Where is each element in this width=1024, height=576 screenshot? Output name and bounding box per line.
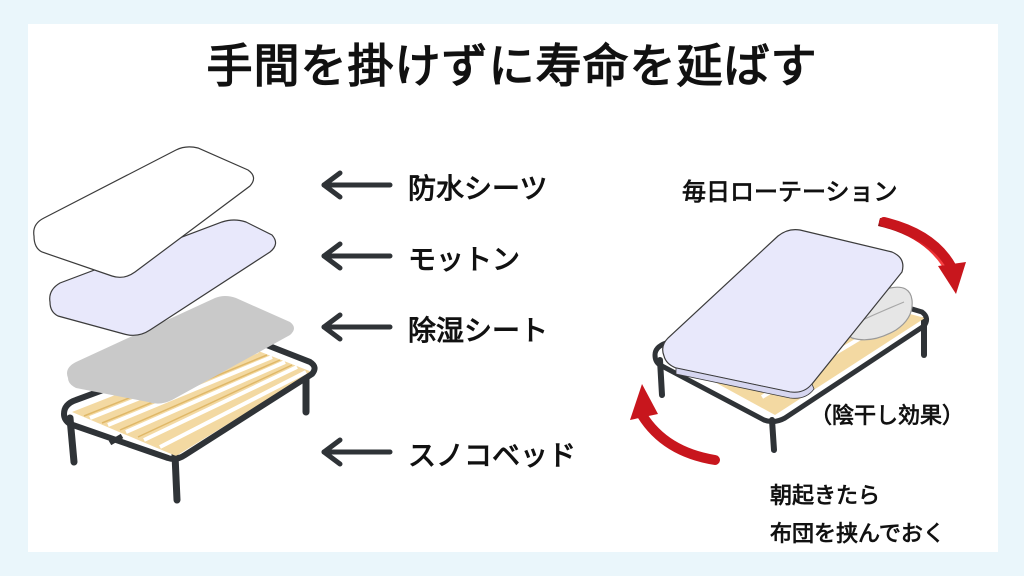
- morning-label-line2: 布団を挟んでおく: [770, 522, 945, 547]
- shade-dry-label: （陰干し効果）: [810, 404, 965, 429]
- layer-label-motton: モットン: [408, 243, 521, 276]
- arrow-left-icon-2: [321, 241, 393, 271]
- arrow-left-icon-1: [321, 170, 393, 200]
- morning-label-line1: 朝起きたら: [770, 484, 881, 509]
- left-dehumidify-sheet: [67, 296, 294, 404]
- layer-label-waterproof-sheet: 防水シーツ: [408, 172, 548, 205]
- arrow-left-icon-4: [321, 437, 393, 467]
- left-motton-mattress: [49, 219, 277, 336]
- arrow-left-icon-3: [321, 312, 393, 342]
- rotation-label: 毎日ローテーション: [682, 178, 898, 206]
- layer-label-dehumidify-sheet: 除湿シート: [408, 314, 549, 347]
- rotation-arrow-top-icon: [878, 217, 966, 294]
- left-sunoko-bed: [60, 335, 318, 504]
- left-waterproof-sheet: [33, 146, 255, 278]
- right-motton-mattress: [662, 229, 904, 399]
- layer-label-sunoko-bed: スノコベッド: [408, 439, 577, 472]
- rotation-arrow-bottom-icon: [630, 384, 720, 465]
- page-title: 手間を掛けずに寿命を延ばす: [206, 39, 818, 93]
